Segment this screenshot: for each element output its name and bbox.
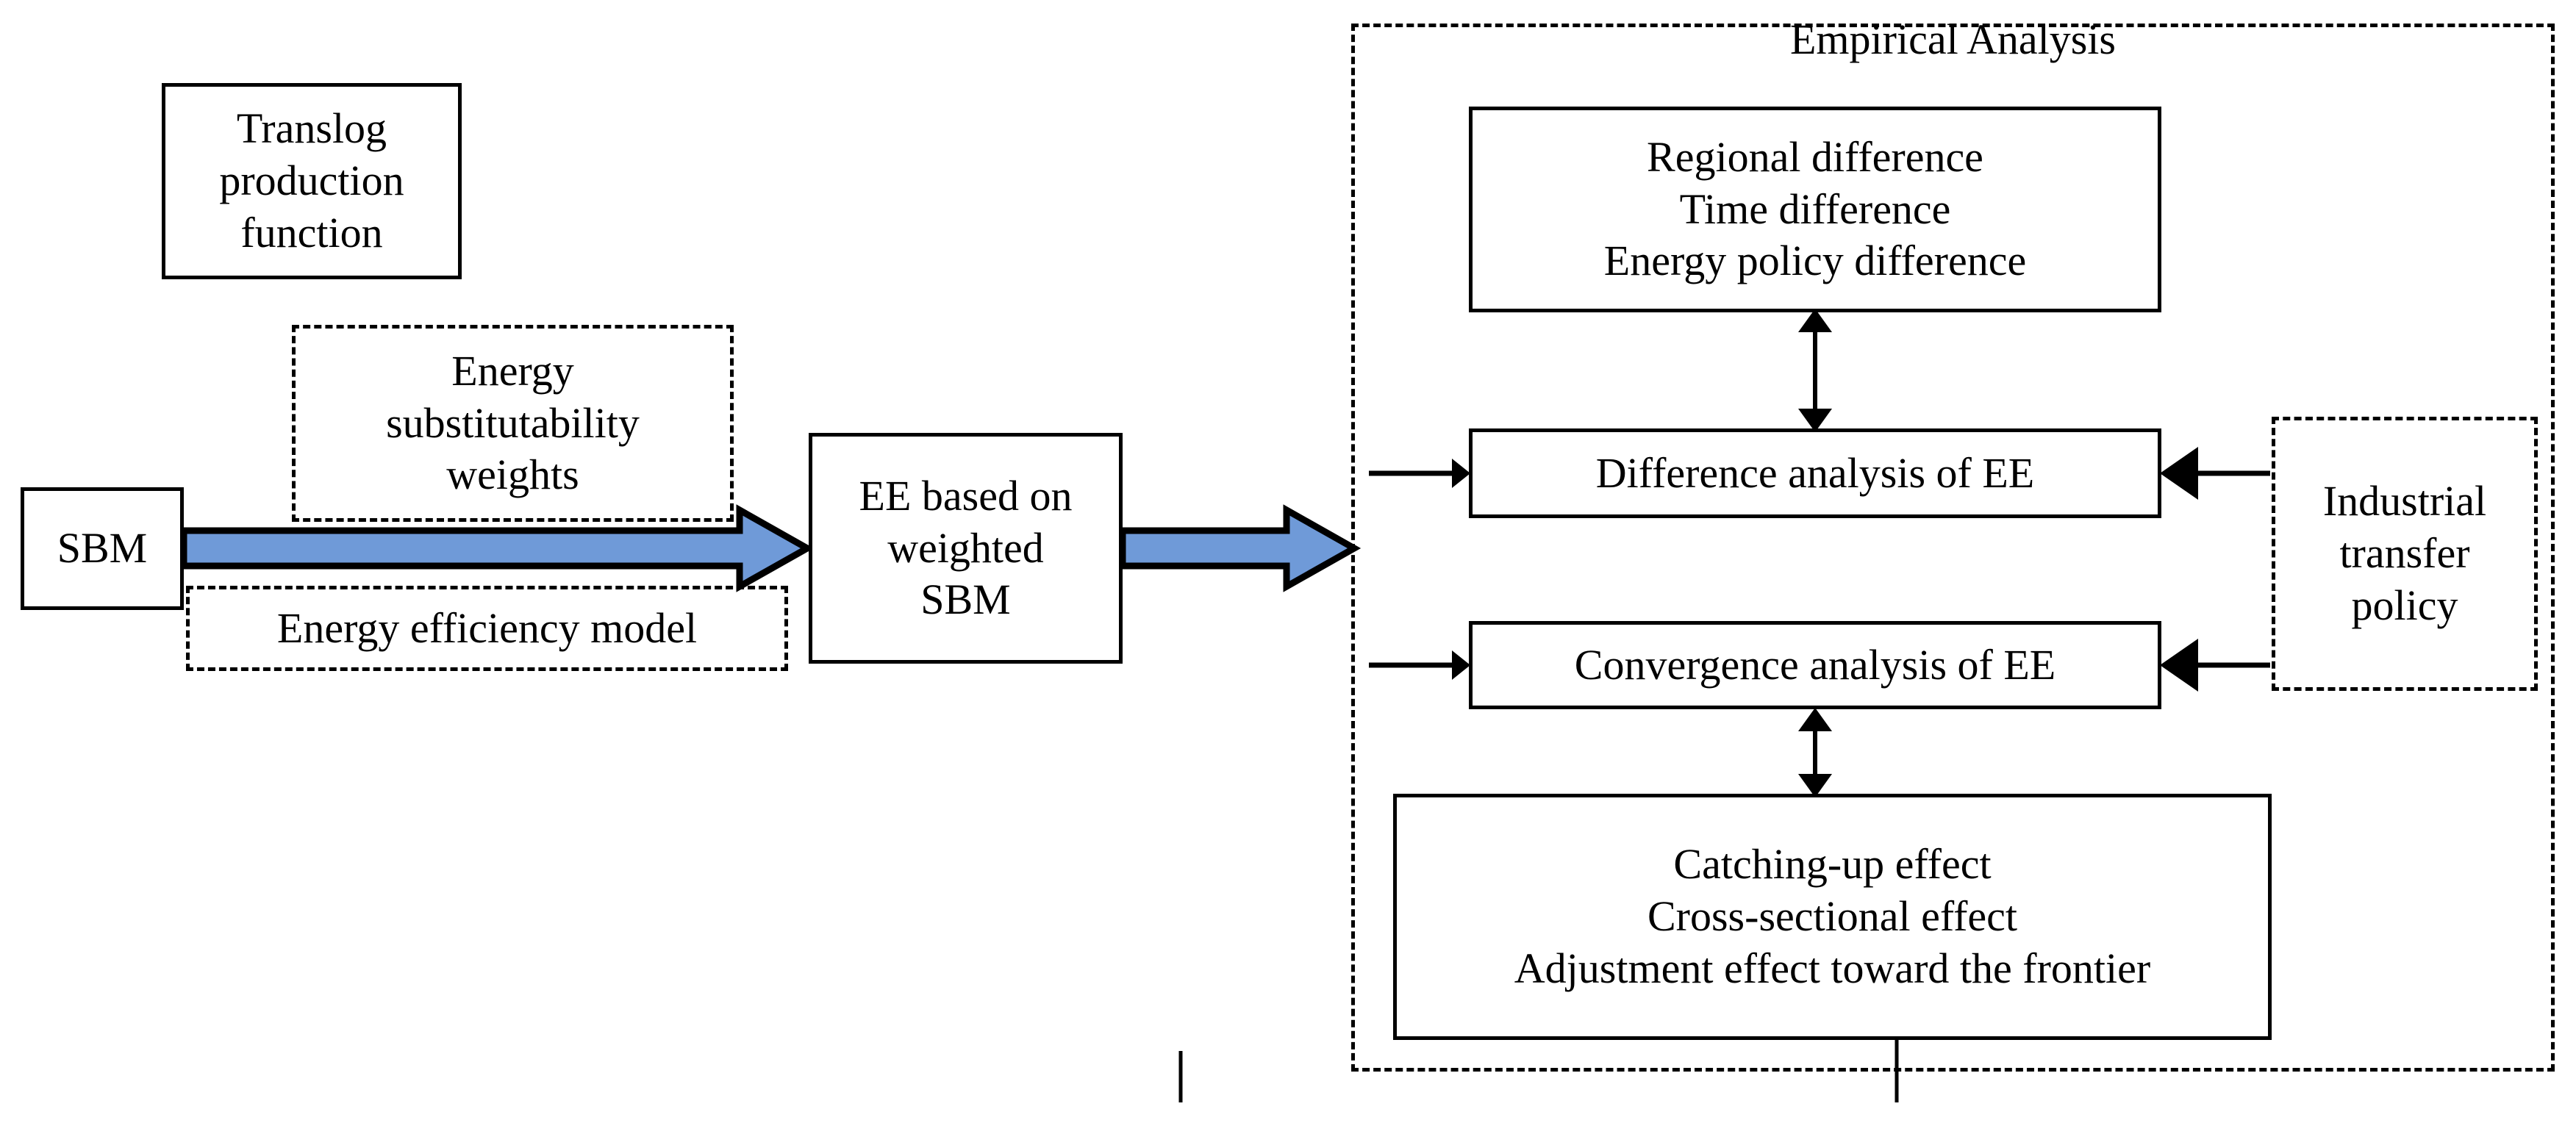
- difference-analysis-label: Difference analysis of EE: [1595, 448, 2035, 497]
- convergence-analysis-label: Convergence analysis of EE: [1574, 640, 2056, 689]
- effects-line-1: Catching-up effect: [1673, 840, 1992, 889]
- industrial-policy-line-3: policy: [2351, 581, 2458, 629]
- ee-line-1: EE based on: [859, 471, 1073, 520]
- energy-weights-line-2: substitutability: [386, 398, 640, 447]
- industrial-policy-line-2: transfer: [2339, 529, 2470, 578]
- effects-line-2: Cross-sectional effect: [1647, 892, 2018, 941]
- energy-model-label: Energy efficiency model: [276, 603, 698, 652]
- node-convergence-analysis-of-ee[interactable]: Convergence analysis of EE: [1469, 621, 2161, 709]
- energy-weights-line-3: weights: [446, 451, 579, 499]
- container-empirical-analysis: [1351, 24, 2555, 1072]
- node-difference-types[interactable]: Regional difference Time difference Ener…: [1469, 107, 2161, 312]
- node-sbm[interactable]: SBM: [21, 487, 184, 610]
- node-ee-based-on-weighted-sbm[interactable]: EE based on weighted SBM: [809, 433, 1123, 664]
- empirical-analysis-title: Empirical Analysis: [1351, 15, 2555, 64]
- effects-line-3: Adjustment effect toward the frontier: [1514, 944, 2151, 992]
- translog-line-3: function: [240, 208, 383, 256]
- difference-types-line-2: Time difference: [1679, 184, 1951, 233]
- node-industrial-transfer-policy[interactable]: Industrial transfer policy: [2272, 417, 2538, 691]
- node-energy-substitutability-weights[interactable]: Energy substitutability weights: [292, 325, 734, 522]
- sbm-label: SBM: [57, 524, 148, 573]
- empirical-analysis-title-text: Empirical Analysis: [1790, 15, 2116, 63]
- node-difference-analysis-of-ee[interactable]: Difference analysis of EE: [1469, 428, 2161, 518]
- difference-types-line-1: Regional difference: [1647, 132, 1983, 181]
- node-translog-production-function[interactable]: Translog production function: [162, 83, 462, 279]
- node-effects[interactable]: Catching-up effect Cross-sectional effec…: [1393, 794, 2272, 1040]
- translog-line-1: Translog: [236, 104, 387, 153]
- block-arrow-ee-to-empirical: [1119, 504, 1362, 592]
- node-energy-efficiency-model[interactable]: Energy efficiency model: [186, 586, 788, 671]
- difference-types-line-3: Energy policy difference: [1603, 237, 2027, 285]
- ee-line-3: SBM: [920, 575, 1011, 624]
- translog-line-2: production: [219, 157, 404, 205]
- ee-line-2: weighted: [887, 523, 1044, 572]
- industrial-policy-line-1: Industrial: [2322, 477, 2487, 525]
- energy-weights-line-1: Energy: [451, 346, 574, 395]
